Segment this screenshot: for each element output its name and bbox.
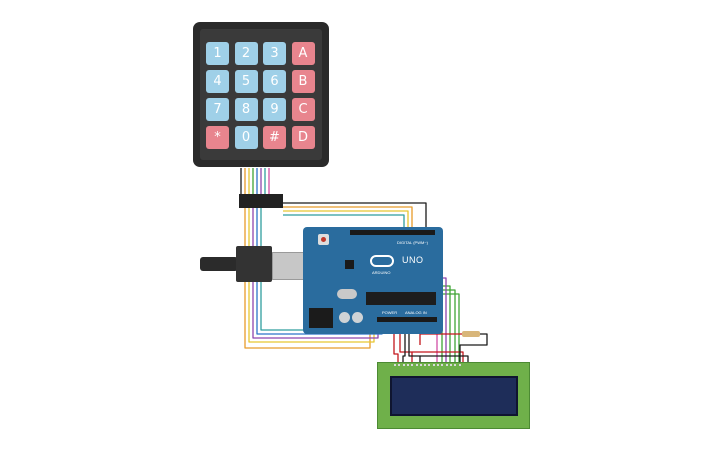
lcd-pin [428,364,431,366]
keypad-key-4[interactable]: 4 [206,70,229,93]
wire-black-28 [420,355,469,362]
wire-yellow-10 [283,210,409,232]
power-analog-header [377,317,437,322]
lcd-pin [419,364,422,366]
lcd-screen [390,376,518,416]
wire-red-24 [399,330,413,362]
keypad-connector [239,194,283,208]
lcd-pin [402,364,405,366]
lcd-pin [445,364,448,366]
keypad-key-c[interactable]: C [291,98,315,121]
keypad-key-d[interactable]: D [291,126,315,149]
wire-red-25 [412,351,464,362]
keypad-key-7[interactable]: 7 [206,98,229,121]
wire-teal-11 [283,214,405,232]
lcd-pin [458,364,461,366]
lcd-pin [454,364,457,366]
wire-red-30 [419,333,462,345]
keypad-key-3[interactable]: 3 [263,42,286,65]
capacitor-2 [352,312,363,323]
board-model-label: UNO [402,255,424,265]
digital-pins-label: DIGITAL (PWM~) [397,240,428,245]
reset-button-cap [321,237,326,242]
lcd-pin [424,364,427,366]
wire-orange-9 [283,206,413,232]
lcd-pin [398,364,401,366]
keypad-key-0[interactable]: 0 [234,126,258,149]
digital-pin-header [350,230,435,235]
keypad-key-a[interactable]: A [291,42,315,65]
keypad-key-9[interactable]: 9 [263,98,286,121]
analog-pins-label: ANALOG IN [405,310,427,315]
lcd-pin [437,364,439,366]
keypad-key-2[interactable]: 2 [234,42,258,65]
icsp-header [345,260,354,269]
lcd-pin [411,364,414,366]
lcd-pin [415,364,418,366]
atmega-chip [366,292,436,305]
usb-cable-connector [236,246,272,282]
arduino-logo-icon [370,255,394,267]
crystal-oscillator [337,289,357,299]
wire-black-26 [402,330,406,362]
resistor[interactable] [462,331,480,337]
keypad-key-5[interactable]: 5 [234,70,258,93]
keypad-key-1[interactable]: 1 [206,42,229,65]
wire-black-29 [459,333,488,362]
lcd-pin [406,364,409,366]
lcd-pin [394,364,396,366]
capacitor-1 [339,312,350,323]
dc-power-jack [309,308,333,328]
power-pins-label: POWER [382,310,398,315]
lcd-pin [449,364,452,366]
keypad-key-6[interactable]: 6 [263,70,286,93]
wire-black-27 [408,330,421,362]
lcd-pin [441,364,444,366]
keypad-key-b[interactable]: B [291,70,315,93]
keypad-key-hash[interactable]: # [263,126,286,149]
wire-red-23 [393,330,399,362]
arduino-brand-label: ARDUINO [372,270,391,275]
keypad-key-8[interactable]: 8 [234,98,258,121]
lcd-pin [432,364,435,366]
keypad-key-star[interactable]: * [206,126,229,149]
wire-black-8 [283,202,427,232]
usb-cable-plug [200,257,238,271]
